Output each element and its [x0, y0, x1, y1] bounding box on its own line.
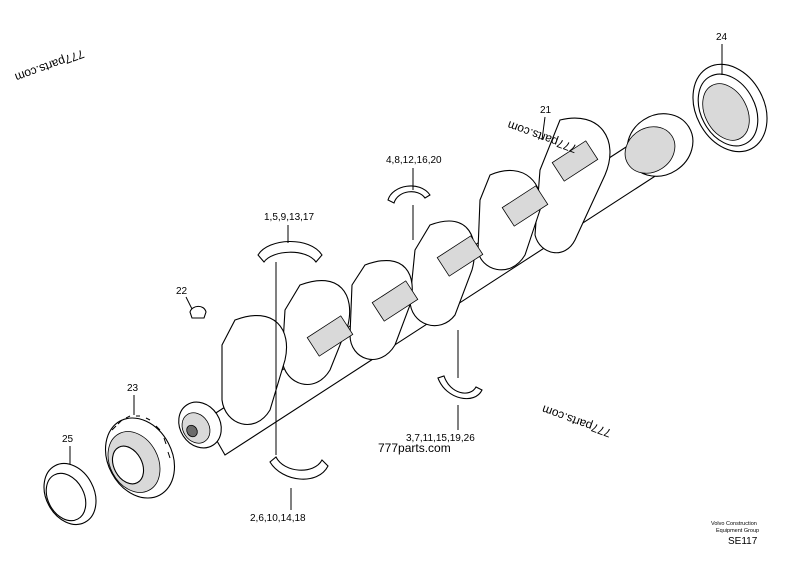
footer-line2: Equipment Group — [716, 528, 759, 534]
leader-lines — [69, 44, 723, 510]
crankshaft — [178, 113, 694, 456]
main-bearing-upper — [257, 240, 323, 263]
footer-line1: Volvo Construction — [711, 521, 757, 527]
callout-22: 22 — [176, 286, 188, 297]
main-bearing-lower — [269, 456, 329, 480]
callout-1-5-9-13-17: 1,5,9,13,17 — [264, 212, 314, 223]
callout-25: 25 — [62, 434, 74, 445]
crankshaft-gear — [104, 415, 176, 499]
watermark: 777parts.com — [540, 402, 613, 440]
woodruff-key — [189, 305, 207, 319]
rear-seal-ring — [692, 63, 768, 153]
callout-21: 21 — [540, 105, 552, 116]
thrust-washer-lower — [437, 375, 483, 399]
callout-23: 23 — [127, 383, 139, 394]
diagram-code: SE117 — [728, 536, 758, 547]
watermark: 777parts.com — [378, 441, 451, 455]
callout-3-7-11-15-19-26: 3,7,11,15,19,26 — [406, 433, 475, 444]
watermark: 777parts.com — [13, 47, 86, 85]
thrust-washer-upper — [387, 185, 431, 204]
front-seal-ring — [43, 463, 97, 525]
callout-2-6-10-14-18: 2,6,10,14,18 — [250, 513, 306, 524]
callout-24: 24 — [716, 32, 728, 43]
callout-4-8-12-16-20: 4,8,12,16,20 — [386, 155, 442, 166]
